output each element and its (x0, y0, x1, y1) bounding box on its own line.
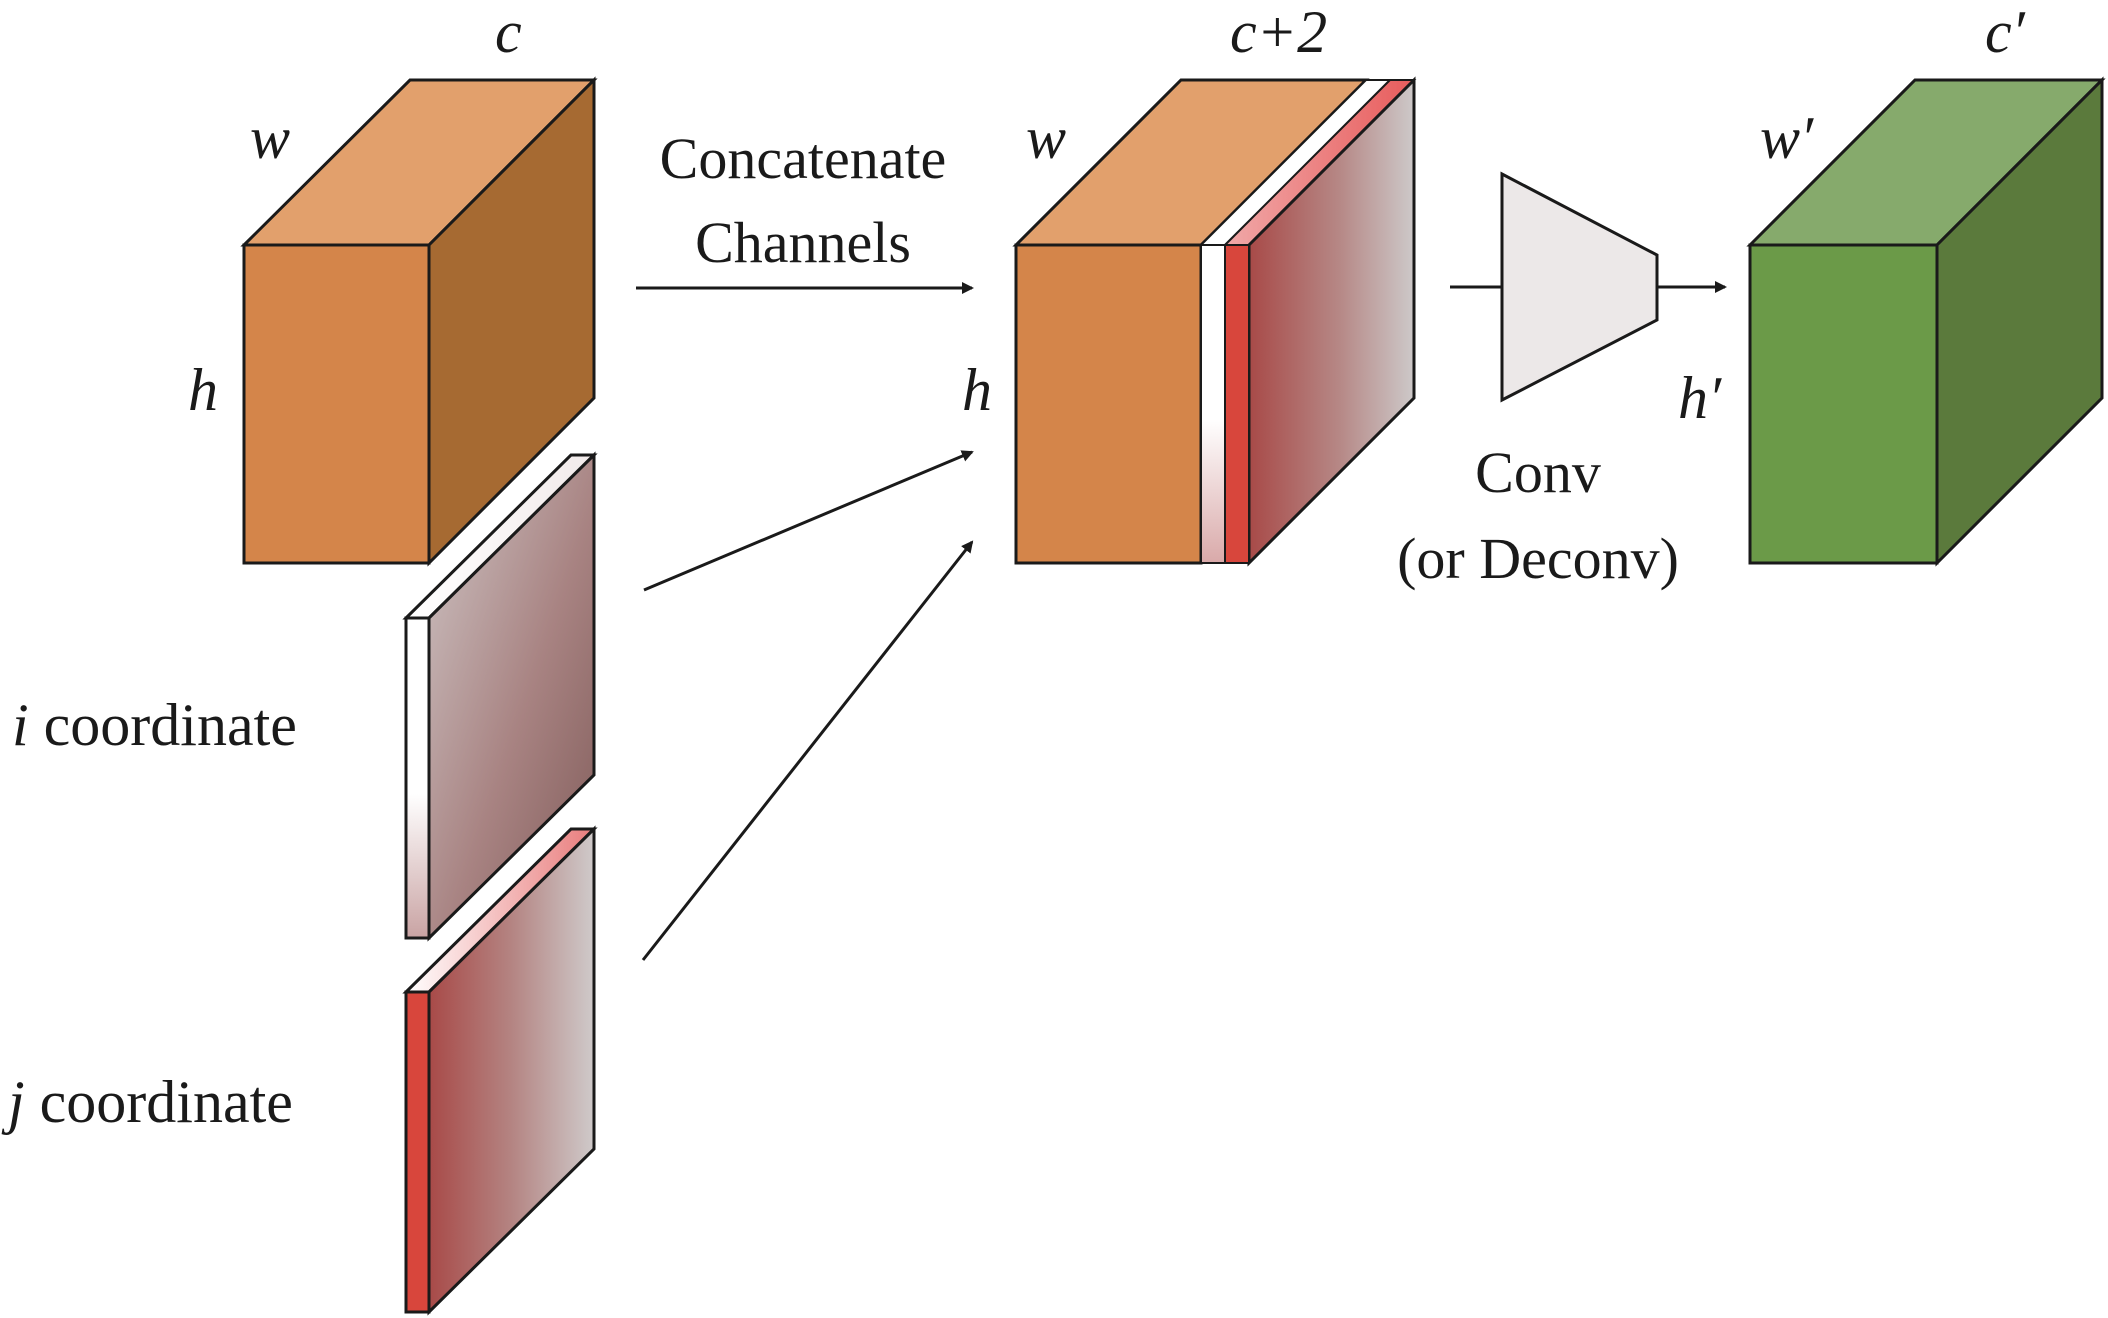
i-coordinate-label: i coordinate (12, 692, 297, 758)
concat-block-front-orange (1014, 243, 1203, 565)
j-coordinate-front-face (404, 990, 431, 1314)
i-coordinate-front-face (404, 616, 431, 940)
input-channels-label: c (495, 0, 522, 65)
concatenated-block (1012, 76, 1417, 567)
output-feature-block (1746, 76, 2106, 567)
conv-trapezoid (1500, 171, 1659, 403)
output-channels-label: c′ (1985, 0, 2026, 65)
input-height-label: h (188, 357, 218, 423)
output-width-label: w′ (1760, 105, 1814, 171)
concat-arrow-from-j-coordinate (641, 540, 974, 961)
i-coordinate-channel (402, 451, 598, 942)
concat-width-label: w (1026, 105, 1066, 171)
concatenate-label-line2: Channels (695, 210, 911, 275)
concat-channels-label: c+2 (1230, 0, 1327, 65)
output-block-front-face (1748, 243, 1939, 565)
concat-arrow-from-i-coordinate (643, 450, 974, 592)
input-feature-block (240, 76, 598, 567)
concat-height-label: h (962, 357, 992, 423)
input-block-front-face (242, 243, 431, 565)
conv-label-line2: (or Deconv) (1397, 526, 1679, 591)
concat-block-front-red-strip (1224, 244, 1250, 564)
output-height-label: h′ (1678, 365, 1722, 431)
j-coordinate-label: j coordinate (1, 1069, 293, 1135)
j-coordinate-channel (402, 825, 598, 1316)
concat-block-front-white-strip (1200, 244, 1226, 564)
conv-label-line1: Conv (1475, 440, 1601, 505)
concatenate-label-line1: Concatenate (660, 126, 947, 191)
input-width-label: w (250, 105, 290, 171)
